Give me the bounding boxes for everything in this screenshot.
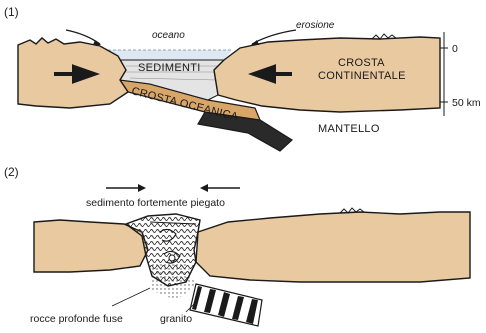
panel-2: (2) sedimento fortemente piegato: [4, 165, 470, 326]
panel-2-right-arrowhead: [200, 184, 208, 192]
leader-rocce: [112, 288, 150, 306]
label-granito: granito: [160, 313, 192, 325]
right-crust-block-2: [196, 212, 470, 282]
label-sedimento-piegato: sedimento fortemente piegato: [86, 197, 225, 209]
label-oceano: oceano: [152, 30, 185, 41]
panel-1-number: (1): [4, 5, 19, 19]
depth-scale-0: 0: [452, 43, 458, 55]
depth-scale-50km: 50 km: [452, 97, 481, 109]
granite-slab: [190, 284, 262, 326]
label-rocce-fuse: rocce profonde fuse: [30, 313, 123, 325]
fold-eye: [169, 255, 175, 261]
panel-2-number: (2): [4, 165, 19, 179]
label-crosta: CROSTA: [338, 57, 385, 69]
label-erosione: erosione: [296, 20, 335, 31]
label-sedimenti: SEDIMENTI: [138, 62, 201, 74]
panel-2-left-arrowhead: [138, 184, 146, 192]
label-mantello: MANTELLO: [318, 123, 380, 135]
label-continentale: CONTINENTALE: [318, 70, 406, 82]
panel-1: (1) oceano erosione SEDIMENTI CROSTA OCE…: [4, 5, 481, 151]
ocean-water: [108, 50, 232, 60]
